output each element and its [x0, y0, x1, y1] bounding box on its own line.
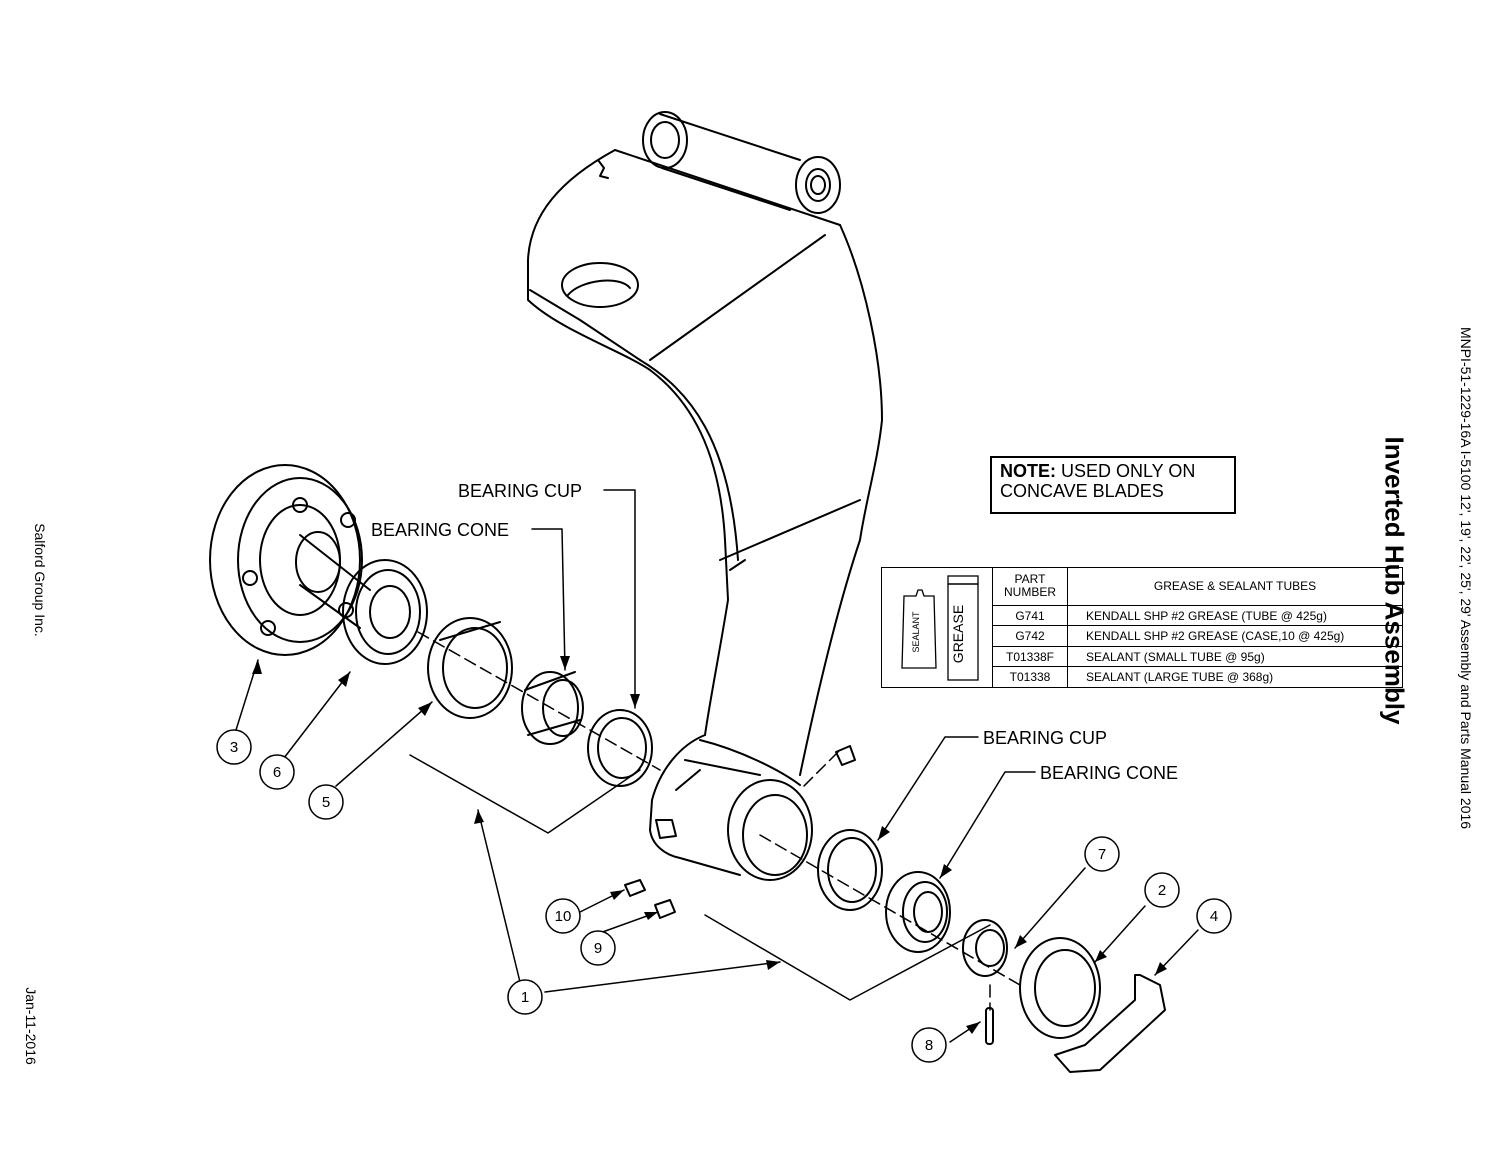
label-bearing-cone-right: BEARING CONE	[1040, 763, 1178, 783]
desc-cell: SEALANT (SMALL TUBE @ 95g)	[1067, 645, 1403, 668]
desc-cell: KENDALL SHP #2 GREASE (CASE,10 @ 425g)	[1067, 625, 1403, 647]
arm-weldment	[527, 111, 883, 881]
tube-illustration-cell: SEALANT GREASE	[881, 567, 993, 688]
note-bold: NOTE:	[1000, 461, 1056, 481]
group-brackets	[409, 754, 991, 1001]
dust-cap-2	[1019, 937, 1101, 1039]
balloon-6: 6	[273, 764, 281, 781]
bearing-cup-5	[427, 617, 513, 719]
grease-zerk-9-10	[624, 745, 856, 919]
desc-cell: SEALANT (LARGE TUBE @ 368g)	[1067, 666, 1403, 688]
centerlines	[417, 631, 1021, 1011]
balloon-numbers: 3 6 5 1 9 10 8 7 2 4	[230, 739, 1218, 1054]
company-name: Salford Group Inc.	[32, 523, 48, 637]
header-part-number: PART NUMBER	[992, 567, 1068, 606]
part-cell: G742	[992, 625, 1068, 647]
note-line2: CONCAVE BLADES	[1000, 481, 1164, 501]
grease-sealant-table: SEALANT GREASE PART NUMBER GREASE & SEAL…	[881, 567, 1403, 688]
label-bearing-cup-left: BEARING CUP	[458, 481, 582, 501]
bearing-cup-right	[817, 829, 883, 911]
balloon-8: 8	[925, 1037, 933, 1054]
balloon-10: 10	[555, 908, 572, 925]
page-title: Inverted Hub Assembly	[1379, 436, 1410, 725]
part-cell: G741	[992, 604, 1068, 627]
balloon-9: 9	[594, 940, 602, 957]
grease-tube-label: GREASE	[950, 605, 966, 663]
balloon-2: 2	[1158, 882, 1166, 899]
guard-strap-4	[1054, 974, 1166, 1073]
sealant-tube-label: SEALANT	[911, 611, 921, 653]
header-grease-sealant: GREASE & SEALANT TUBES	[1067, 567, 1403, 606]
arrowheads	[252, 656, 1167, 1034]
bearing-cone-right	[885, 871, 951, 953]
balloon-circles	[216, 729, 1232, 1063]
page-date: Jan-11-2016	[23, 987, 39, 1065]
concave-note: NOTE: USED ONLY ON CONCAVE BLADES	[990, 456, 1236, 514]
bearing-cone-left	[521, 671, 584, 745]
label-bearing-cone-left: BEARING CONE	[371, 520, 509, 540]
manual-reference: MNPI-51-1229-16A I-5100 12', 19', 22', 2…	[1458, 326, 1474, 830]
balloon-3: 3	[230, 739, 238, 756]
label-bearing-cup-right: BEARING CUP	[983, 728, 1107, 748]
castle-nut-7	[962, 919, 1008, 977]
balloon-7: 7	[1098, 846, 1106, 863]
tube-icons: SEALANT GREASE	[901, 575, 979, 681]
balloon-4: 4	[1210, 908, 1218, 925]
balloon-5: 5	[322, 794, 330, 811]
part-cell: T01338	[992, 666, 1068, 688]
note-text: USED ONLY ON	[1056, 461, 1196, 481]
balloon-1: 1	[521, 989, 529, 1006]
callout-labels: BEARING CUP BEARING CONE BEARING CUP BEA…	[371, 481, 1178, 783]
bearing-cup-left	[587, 709, 653, 787]
spindle-hub	[209, 464, 428, 665]
cotter-pin-8	[985, 1007, 994, 1045]
desc-cell: KENDALL SHP #2 GREASE (TUBE @ 425g)	[1067, 604, 1403, 627]
part-cell: T01338F	[992, 645, 1068, 668]
